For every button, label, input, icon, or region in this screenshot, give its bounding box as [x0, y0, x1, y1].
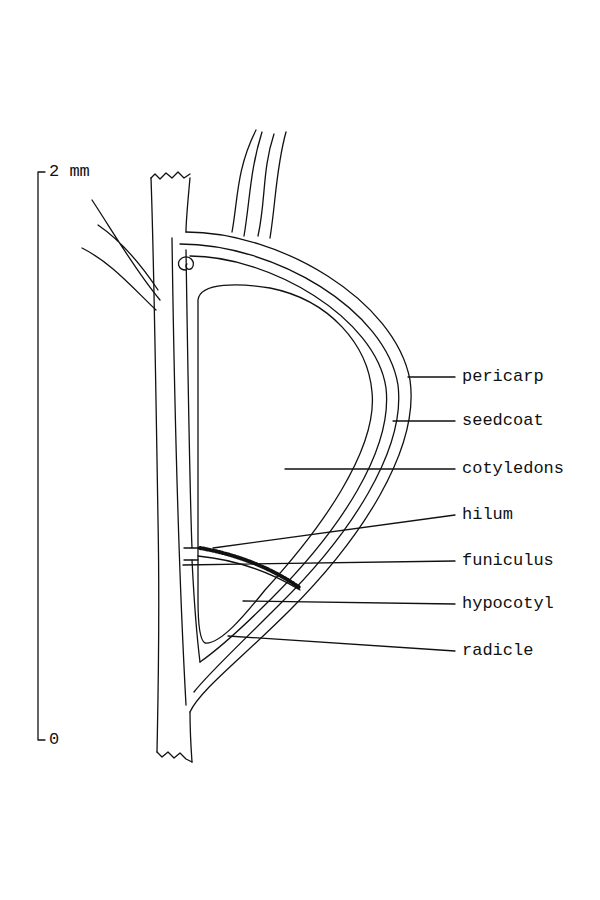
leader-line — [183, 561, 455, 565]
scale-label: 0 — [48, 731, 60, 750]
pericarp — [172, 238, 186, 705]
leader-line — [285, 468, 455, 469]
leader-line — [213, 515, 455, 548]
stem — [190, 712, 192, 762]
scale-bar — [38, 172, 45, 740]
part-label: hypocotyl — [461, 595, 555, 614]
part-label: funiculus — [461, 552, 555, 571]
pericarp — [186, 232, 411, 712]
stem-break — [151, 172, 190, 179]
stem — [186, 178, 190, 232]
hilum — [200, 548, 300, 588]
part-label: seedcoat — [461, 412, 545, 431]
spiral — [179, 257, 194, 270]
part-label: pericarp — [461, 368, 545, 387]
leader-line — [408, 376, 455, 377]
funiculus — [184, 548, 200, 560]
fiber — [232, 130, 286, 238]
part-label: hilum — [461, 506, 514, 525]
leader-line — [228, 636, 455, 651]
stem-break — [157, 752, 192, 762]
embryo — [198, 285, 372, 643]
pericarp — [180, 244, 399, 692]
part-label: cotyledons — [461, 460, 565, 479]
leader-line — [243, 601, 455, 604]
leader-line — [393, 420, 455, 421]
part-label: radicle — [461, 642, 534, 661]
scale-label: 2 mm — [48, 163, 91, 182]
fiber — [82, 200, 160, 310]
stem — [151, 178, 159, 752]
